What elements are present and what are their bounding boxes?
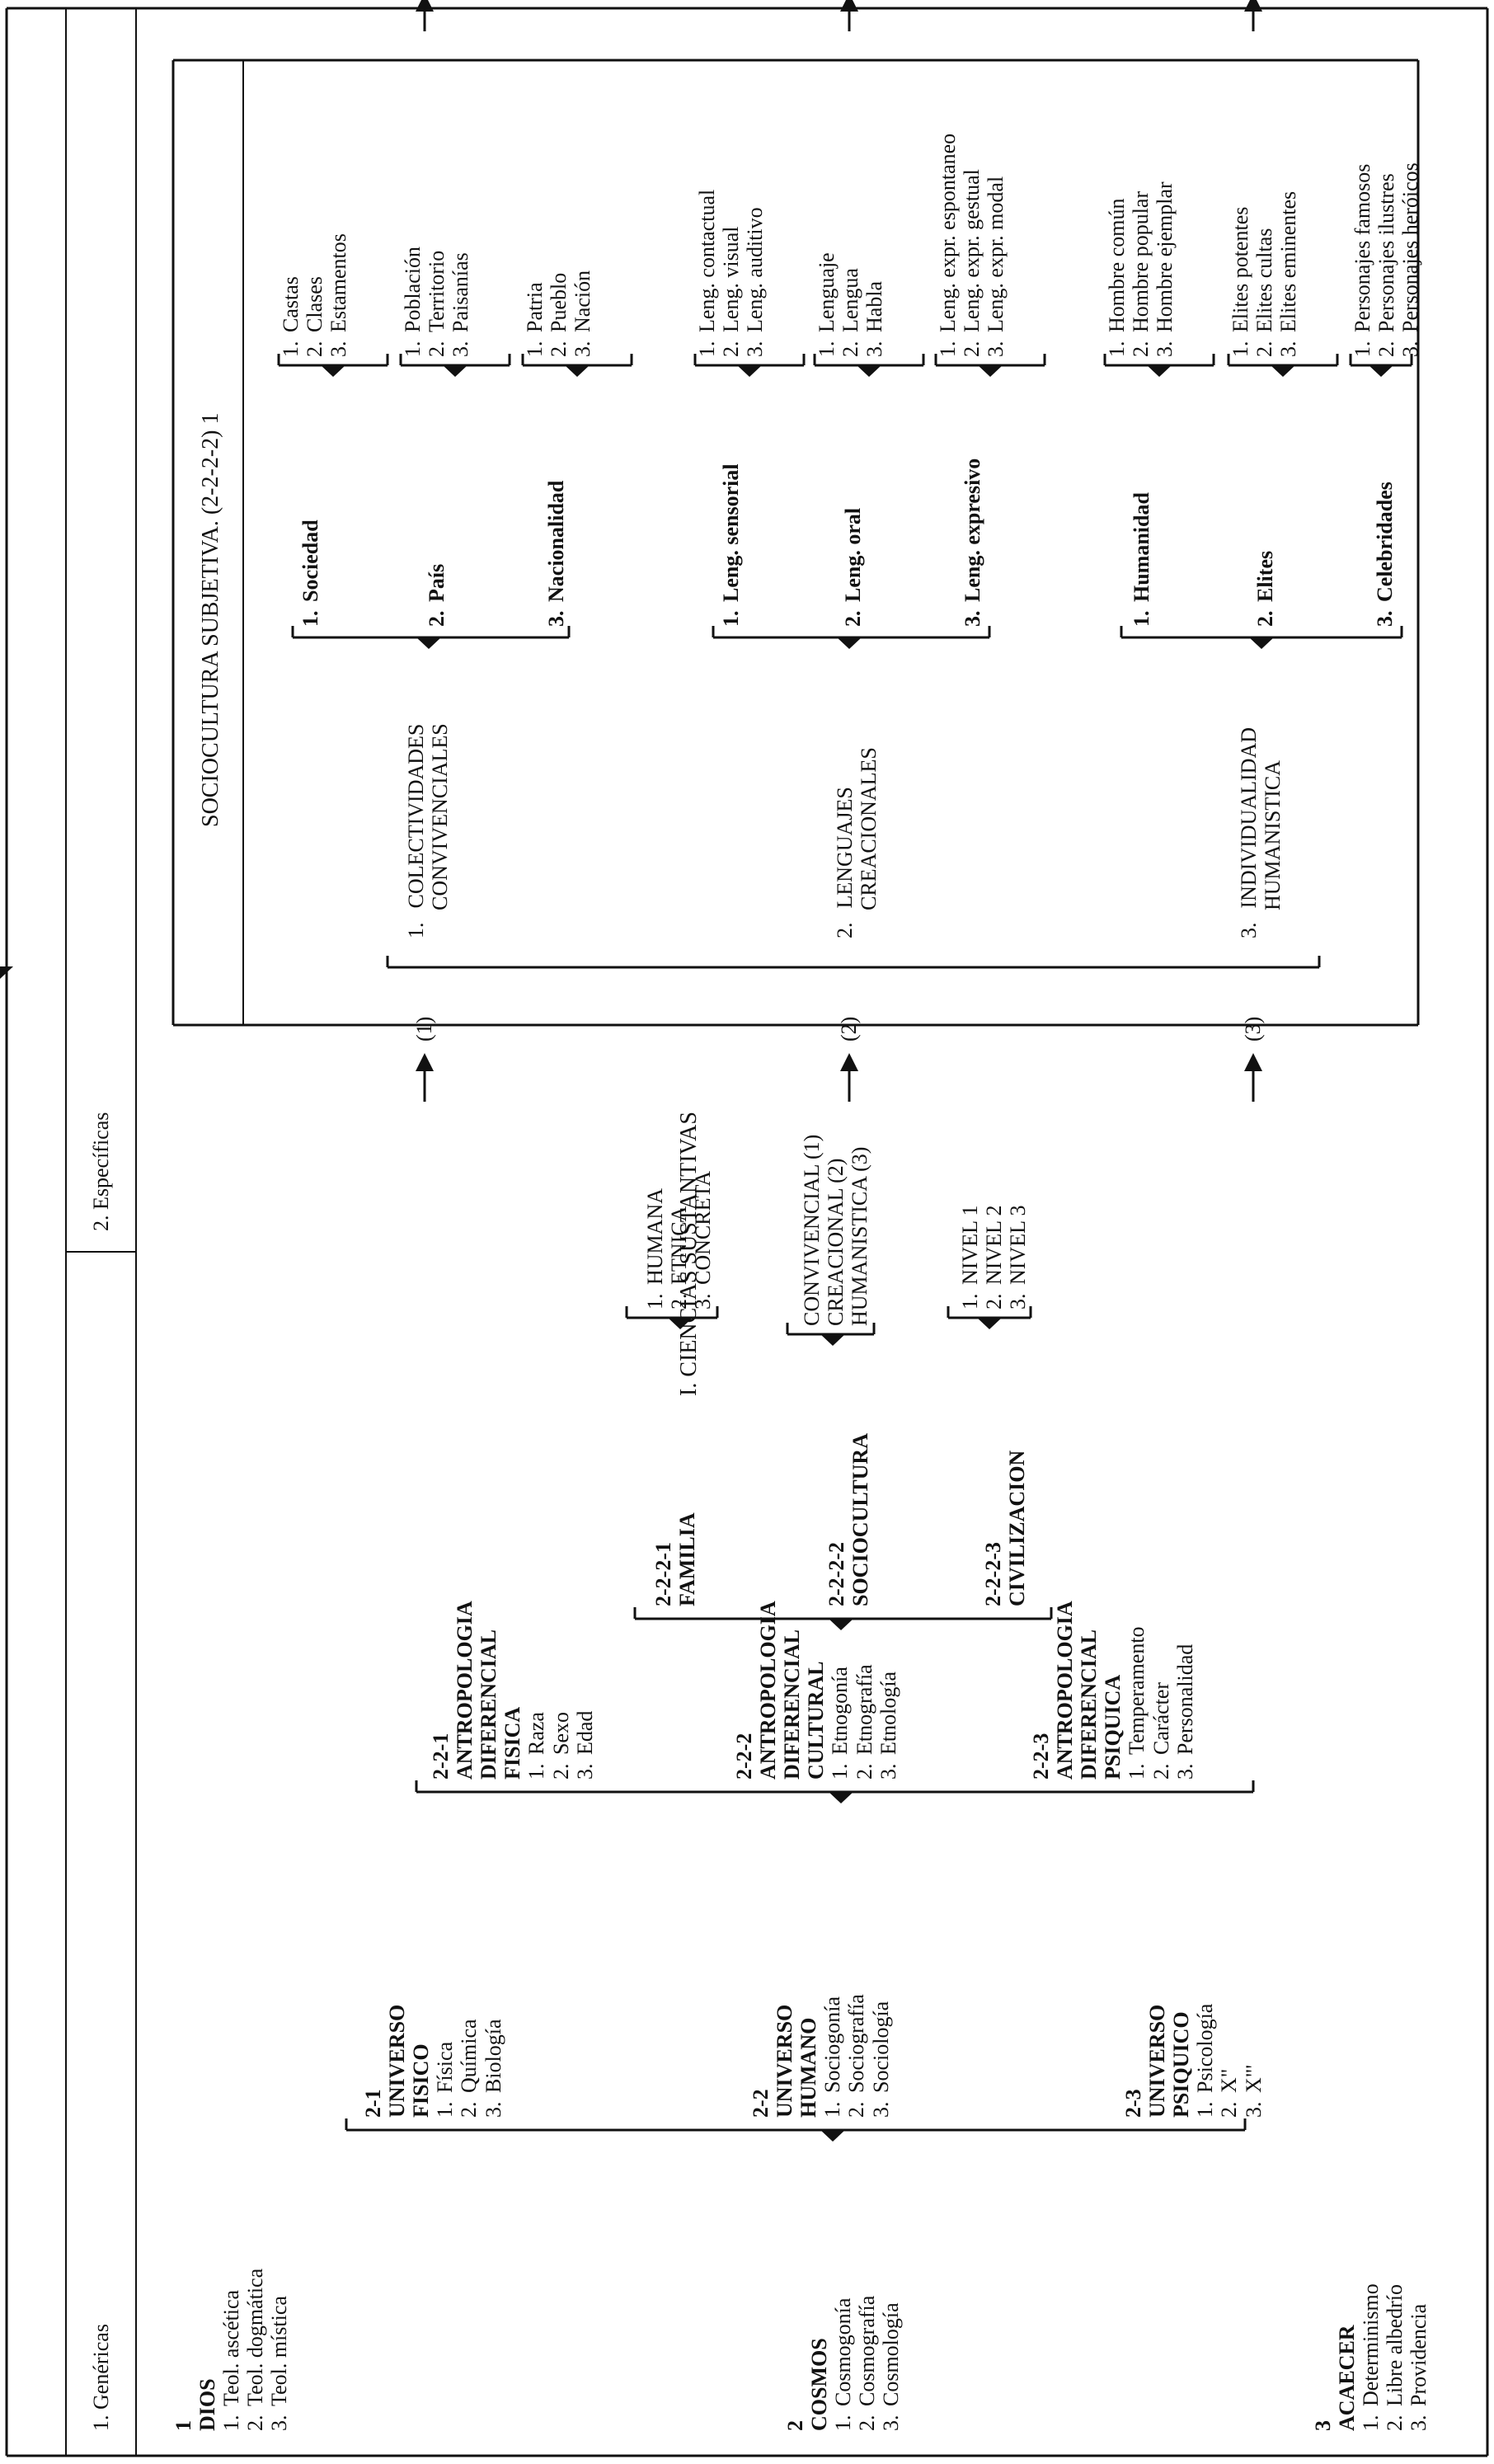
antropologia-fisica: 2-2-1 ANTROPOLOGIA DIFERENCIAL FISICA 1.…: [429, 1601, 597, 1780]
antropologia-psiquica: 2-2-3 ANTROPOLOGIA DIFERENCIAL PSIQUICA …: [1029, 1601, 1197, 1780]
civilizacion-label: 2-2-2-3 CIVILIZACION: [981, 1450, 1030, 1606]
acaecer-number: 3: [1311, 2420, 1335, 2431]
group-marker-1: (1): [412, 1016, 436, 1042]
dios-number: 1: [171, 2420, 195, 2431]
bracket-pointer-26: [820, 1333, 846, 1346]
cosmos-title: COSMOS: [807, 2338, 832, 2431]
group-title-colectividades: 1. COLECTIVIDADES CONVIVENCIALES: [404, 723, 453, 938]
cosmos-item: 1.Cosmogonía: [831, 2297, 856, 2431]
acaecer-title: ACAECER: [1335, 2325, 1360, 2431]
diagram-marker-38: [416, 0, 434, 12]
antropologia-cultural: 2-2-2 ANTROPOLOGIA DIFERENCIAL CULTURAL …: [732, 1601, 900, 1780]
dios-block: 1 DIOS 1.Teol. ascética 2.Teol. dogmátic…: [171, 2269, 292, 2431]
sub-humanidad: 1.Humanidad: [1130, 492, 1153, 627]
diagram-marker-40: [840, 0, 858, 12]
leaf-leng-expresivo: 1.Leng. expr. espontaneo 2.Leng. expr. g…: [936, 133, 1008, 357]
cosmos-block: 2 COSMOS 1.Cosmogonía 2.Cosmografía 3.Co…: [783, 2296, 904, 2431]
dios-item: 2.Teol. dogmática: [243, 2268, 268, 2431]
sub-nacionalidad: 3.Nacionalidad: [544, 480, 568, 627]
leaf-leng-sensorial: 1.Leng. contactual 2.Leng. visual 3.Leng…: [695, 189, 768, 357]
bracket-pointer-87: [977, 364, 1003, 377]
group-title-individualidad: 3. INDIVIDUALIDAD HUMANISTICA: [1237, 727, 1285, 938]
diagram-marker-42: [1244, 0, 1262, 12]
universo-psiquico: 2-3 UNIVERSO PSIQUICO 1.Psicología 2.X" …: [1121, 2003, 1266, 2118]
cosmos-number: 2: [783, 2420, 807, 2431]
bracket-pointer-14: [828, 1791, 854, 1803]
sub-leng-expresivo: 3.Leng. expresivo: [961, 458, 984, 627]
bracket-pointer-75: [564, 364, 590, 377]
universo-fisico: 2-1 UNIVERSO FISICO 1.Física 2.Química 3…: [361, 2004, 505, 2118]
sub-pais: 2.País: [425, 563, 449, 627]
dios-title: DIOS: [195, 2378, 220, 2431]
sociocultura-label: 2-2-2-2 SOCIOCULTURA: [825, 1433, 873, 1606]
acaecer-item: 2.Libre albedrío: [1383, 2284, 1407, 2431]
bracket-pointer-22: [667, 1317, 693, 1329]
universo-humano: 2-2 UNIVERSO HUMANO 1.Sociogonía 2.Socio…: [749, 1994, 893, 2118]
bracket-pointer-30: [976, 1317, 1003, 1329]
acaecer-block: 3 ACAECER 1.Determinismo 2.Libre albedrí…: [1311, 2283, 1431, 2431]
group-marker-2: (2): [837, 1016, 861, 1042]
sub-celebridades: 3.Celebridades: [1373, 482, 1397, 627]
familia-label: 2-2-2-1 FAMILIA: [651, 1512, 700, 1606]
leaf-humanidad: 1.Hombre común 2.Hombre popular 3.Hombre…: [1105, 181, 1177, 357]
especificas-heading: 2. Específicas: [89, 1112, 113, 1231]
sub-sociedad: 1.Sociedad: [298, 520, 322, 627]
bracket-pointer-55: [416, 637, 442, 649]
leaf-elites: 1.Elites potentes 2.Elites cultas 3.Elit…: [1229, 190, 1301, 357]
sub-elites: 2.Elites: [1253, 550, 1277, 627]
bracket-pointer-99: [1368, 364, 1394, 377]
leaf-leng-oral: 1.Lenguaje 2.Lengua 3.Habla: [815, 252, 887, 357]
bracket-pointer-67: [320, 364, 346, 377]
group-title-lenguajes: 2. LENGUAJES CREACIONALES: [833, 747, 881, 938]
sub-leng-oral: 2.Leng. oral: [841, 507, 865, 627]
box-title: SOCIOCULTURA SUBJETIVA. (2-2-2-2) 1: [198, 412, 223, 827]
bracket-pointer-59: [836, 637, 862, 649]
genericas-heading: 1. Genéricas: [89, 2324, 113, 2431]
bracket-pointer-71: [442, 364, 468, 377]
diagram-marker-34: [840, 1053, 858, 1071]
group-marker-3: (3): [1241, 1016, 1265, 1042]
familia-items: 1.HUMANA 2.ETNICA 3.CONCRETA: [643, 1170, 716, 1310]
bracket-pointer-51: [0, 966, 13, 979]
civilizacion-items: 1.NIVEL 1 2.NIVEL 2 3.NIVEL 3: [958, 1205, 1031, 1310]
bracket-pointer-95: [1270, 364, 1296, 377]
diagram-marker-36: [1244, 1053, 1262, 1071]
leaf-celebridades: 1.Personajes famosos 2.Personajes ilustr…: [1351, 162, 1423, 357]
dios-item: 3.Teol. mística: [267, 2296, 292, 2431]
sub-leng-sensorial: 1.Leng. sensorial: [719, 463, 743, 627]
leaf-pais: 1.Población 2.Territorio 3.Paisanías: [401, 247, 473, 357]
dios-item: 1.Teol. ascética: [219, 2289, 244, 2431]
cosmos-item: 2.Cosmografía: [855, 2295, 880, 2431]
bracket-pointer-79: [736, 364, 763, 377]
sociocultura-items: CONVIVENCIAL (1) CREACIONAL (2) HUMANIST…: [800, 1134, 872, 1326]
diagram-marker-32: [416, 1053, 434, 1071]
bracket-pointer-10: [820, 2129, 846, 2142]
bracket-pointer-83: [856, 364, 882, 377]
bracket-pointer-91: [1146, 364, 1172, 377]
bracket-pointer-18: [828, 1618, 854, 1630]
bracket-pointer-63: [1248, 637, 1275, 649]
acaecer-item: 1.Determinismo: [1359, 2283, 1384, 2431]
cosmos-item: 3.Cosmología: [879, 2302, 904, 2431]
acaecer-item: 3.Providencia: [1407, 2303, 1431, 2431]
leaf-sociedad: 1.Castas 2.Clases 3.Estamentos: [279, 233, 351, 357]
leaf-nacionalidad: 1.Patria 2.Pueblo 3.Nación: [523, 270, 595, 357]
